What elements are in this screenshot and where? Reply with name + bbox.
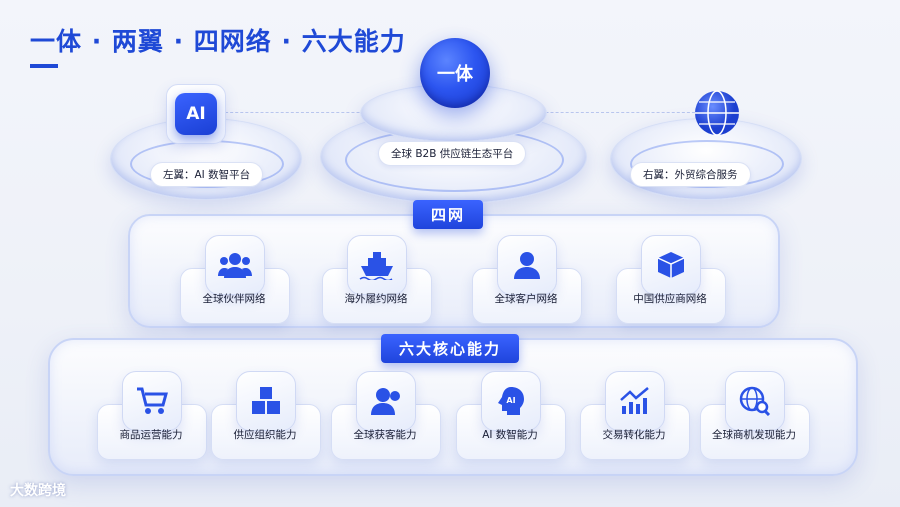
left-wing-label: 左翼：AI 数智平台 [150, 162, 264, 187]
capability-label: 商品运营能力 [119, 429, 183, 441]
capability-label: 交易转化能力 [602, 429, 666, 441]
cart-icon [137, 387, 168, 414]
ship-icon [359, 252, 393, 280]
right-wing-label: 右翼：外贸综合服务 [630, 162, 751, 187]
brand-logo: 大数跨境 [10, 483, 66, 499]
chart-up-icon [620, 387, 649, 414]
globe-icon [695, 90, 739, 136]
globe-search-icon [739, 386, 771, 416]
connector-right [500, 112, 700, 113]
center-badge: 一体 [420, 38, 490, 108]
page-title: 一体 · 两翼 · 四网络 · 六大能力 [30, 27, 406, 56]
right-wing-icon [688, 84, 746, 142]
network-label: 海外履约网络 [344, 293, 408, 305]
capability-tier-title: 六大核心能力 [381, 334, 520, 363]
ai-head-icon: AI [498, 387, 524, 415]
capability-label: 全球商机发现能力 [712, 429, 796, 441]
title-underline [30, 64, 58, 68]
left-wing-icon: AI [166, 84, 226, 144]
network-tier-title: 四网 [413, 200, 484, 229]
network-label: 中国供应商网络 [633, 293, 707, 305]
boxes-icon [252, 387, 280, 414]
user-add-icon [371, 388, 400, 415]
users-icon [218, 253, 252, 278]
center-label: 全球 B2B 供应链生态平台 [378, 141, 527, 166]
capability-label: 全球获客能力 [353, 429, 417, 441]
ai-icon: AI [175, 93, 217, 135]
user-icon [514, 252, 540, 279]
network-label: 全球客户网络 [494, 293, 558, 305]
ai-head-text: AI [506, 396, 515, 405]
capability-label: AI 数智能力 [482, 429, 538, 441]
connector-left [215, 112, 405, 113]
capability-label: 供应组织能力 [233, 429, 297, 441]
cube-icon [657, 252, 685, 278]
network-label: 全球伙伴网络 [202, 293, 266, 305]
